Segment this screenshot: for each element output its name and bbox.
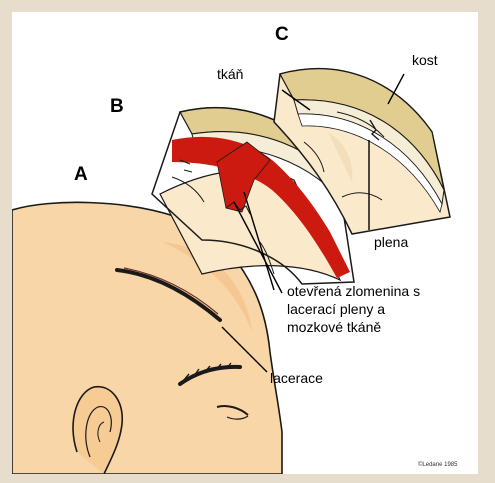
label-panel-c: C <box>275 24 289 46</box>
label-panel-a: A <box>74 164 88 186</box>
label-bone: kost <box>412 52 438 68</box>
copyright-text: ©Ledane 1985 <box>418 462 457 468</box>
label-laceration: lacerace <box>270 370 323 386</box>
label-tissue: tkáň <box>217 66 243 82</box>
label-fracture-line-3: mozkové tkáně <box>287 319 381 335</box>
label-panel-b: B <box>110 96 124 118</box>
diagram-panel: A B C tkáň kost plena otevřená zlomenina… <box>12 12 478 474</box>
label-dura: plena <box>374 234 408 250</box>
label-fracture-line-1: otevřená zlomenina s <box>287 283 420 299</box>
label-fracture-line-2: lacerací pleny a <box>287 301 385 317</box>
